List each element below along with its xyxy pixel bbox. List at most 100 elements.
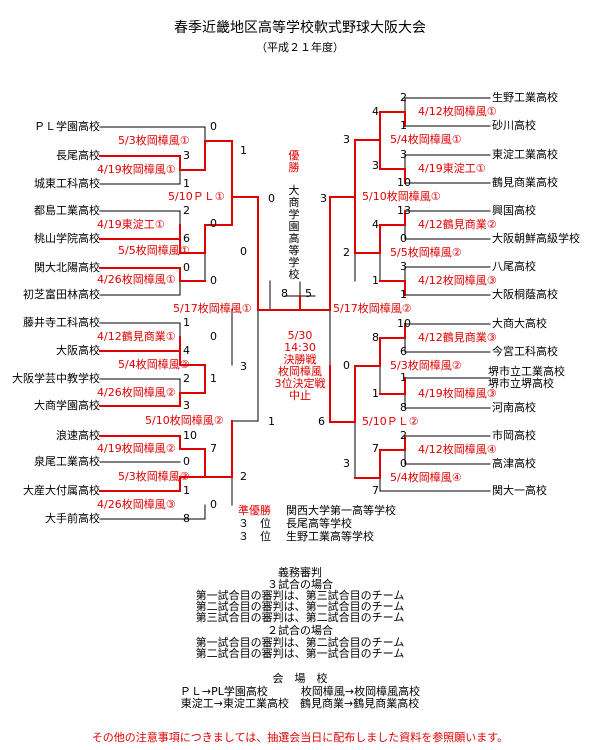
winner-name: 大商学園高等学校 [288, 184, 300, 281]
right-score: 7 [372, 484, 379, 497]
final-score-right: 5 [305, 287, 312, 300]
final-info-line: 決勝戦 [283, 353, 317, 366]
left-score: 1 [210, 372, 217, 385]
left-score: 1 [268, 415, 275, 428]
result-row: 準優勝関西大学第一高等学校 [238, 504, 396, 517]
notes-line: ２試合の場合 [267, 624, 333, 637]
left-score: 7 [210, 442, 217, 455]
left-score: 3 [183, 399, 190, 412]
result-team: 生野工業高等学校 [286, 530, 374, 543]
final-info-line: 5/30 [287, 329, 313, 342]
notes-line: ３試合の場合 [267, 578, 333, 591]
right-team-4: 鶴見商業高校 [492, 176, 558, 189]
right-score: 3 [343, 457, 350, 470]
left-score: 1 [240, 144, 247, 157]
notes-line: 第一試合目の審判は、第二試合目のチーム [195, 636, 405, 649]
venue-title: 会 場 校 [272, 672, 328, 685]
right-score: 8 [372, 331, 379, 344]
right-r1-label-1: 4/12枚岡樟風① [418, 105, 497, 118]
left-score: 2 [183, 204, 190, 217]
left-score: 1 [183, 316, 190, 329]
left-r1-label-3: 4/19東淀工① [97, 218, 165, 231]
right-r1-label-12: 4/12枚岡樟風④ [418, 443, 497, 456]
right-score: 0 [400, 457, 407, 470]
right-r1-label-6: 5/5枚岡樟風② [390, 246, 462, 259]
left-score: 0 [268, 192, 275, 205]
left-score: 8 [183, 512, 190, 525]
left-score: 0 [210, 330, 217, 343]
left-team-4: 都島工業高校 [34, 204, 100, 217]
page-title: 春季近畿地区高等学校軟式野球大阪大会 [174, 20, 426, 36]
left-r1-label-12: 4/26枚岡樟風③ [97, 498, 176, 511]
left-team-14: 大産大付属高校 [23, 484, 100, 497]
right-score: 0 [343, 359, 350, 372]
left-qf-label-1: 5/10ＰＬ① [168, 190, 225, 203]
right-score: 8 [400, 401, 407, 414]
left-score: 2 [240, 470, 247, 483]
right-r1-label-10: 4/19枚岡樟風③ [418, 387, 497, 400]
winner-label: 優勝 [288, 149, 300, 174]
left-score: 1 [183, 484, 190, 497]
right-score: 1 [400, 371, 407, 384]
right-score: 1 [400, 119, 407, 132]
right-team-13: 河南高校 [492, 401, 536, 414]
result-rank: ３ 位 [238, 530, 271, 543]
left-team-11: 大商学園高校 [34, 399, 100, 412]
result-team: 関西大学第一高等学校 [286, 504, 396, 517]
left-team-10: 大阪学芸中教学校 [12, 372, 100, 385]
left-score: 0 [210, 217, 217, 230]
right-score: 2 [400, 91, 407, 104]
right-sf-score: 3 [320, 192, 327, 205]
left-score: 3 [240, 360, 247, 373]
left-score: 3 [183, 149, 190, 162]
result-team: 長尾高等学校 [286, 517, 352, 530]
right-team-14: 市岡高校 [492, 429, 536, 442]
left-team-3: 城東工科高校 [34, 177, 100, 190]
left-score: 4 [183, 344, 190, 357]
left-team-12: 浪速高校 [56, 429, 100, 442]
notes-line: 第二試合目の審判は、第一試合目のチーム [195, 647, 405, 660]
right-team-8: 大阪桐蔭高校 [492, 288, 558, 301]
left-r1-label-7: 5/4枚岡樟風② [118, 358, 190, 371]
right-score: 3 [400, 260, 407, 273]
right-score: 0 [400, 232, 407, 245]
result-row: ３ 位 長尾高等学校 [238, 517, 396, 530]
right-score: 1 [400, 288, 407, 301]
left-score: 2 [183, 372, 190, 385]
result-rank: ３ 位 [238, 517, 271, 530]
left-r1-label-1: 5/3枚岡樟風① [118, 134, 190, 147]
right-team-12: 堺市立堺高校 [488, 377, 554, 390]
final-info-line: 枚岡樟風 [278, 365, 322, 378]
right-score: 1 [372, 387, 379, 400]
tournament-bracket [99, 97, 491, 520]
right-r1-label-11: 5/10ＰＬ② [362, 415, 419, 428]
left-r1-label-2: 4/19枚岡樟風① [97, 163, 176, 176]
left-team-13: 泉尾工業高校 [34, 455, 100, 468]
left-r1-label-6: 4/12鶴見商業① [97, 330, 176, 343]
right-score: 4 [372, 105, 379, 118]
right-score: 3 [400, 148, 407, 161]
left-r1-label-8: 4/26枚岡樟風② [97, 386, 176, 399]
right-team-11: 堺市立工業高校 [488, 365, 565, 378]
right-score: 1 [372, 274, 379, 287]
left-team-2: 長尾高校 [56, 149, 100, 162]
right-r1-label-7: 4/12枚岡樟風③ [418, 274, 497, 287]
right-score: 3 [343, 133, 350, 146]
right-sf-score-2: 6 [318, 415, 325, 428]
right-r1-label-4: 5/10枚岡樟風① [362, 190, 441, 203]
notes-line: 第一試合目の審判は、第三試合目のチーム [195, 589, 405, 602]
results-list: 準優勝関西大学第一高等学校 ３ 位長尾高等学校 ３ 位生野工業高等学校 [238, 504, 396, 543]
left-team-7: 初芝富田林高校 [23, 288, 100, 301]
left-team-9: 大阪高校 [56, 344, 100, 357]
left-team-5: 桃山学院高校 [34, 232, 100, 245]
right-r1-label-2: 5/4枚岡樟風① [390, 133, 462, 146]
result-row: ３ 位 生野工業高等学校 [238, 530, 396, 543]
right-r1-label-3: 4/19東淀工① [418, 162, 486, 175]
left-score: 0 [210, 498, 217, 511]
right-score: 10 [397, 176, 411, 189]
right-score: 6 [400, 345, 407, 358]
left-score: 0 [183, 455, 190, 468]
right-score: 4 [372, 218, 379, 231]
venue-line: 東淀工→東淀工業高校 鶴見商業→鶴見商業高校 [180, 697, 420, 710]
right-score: 3 [372, 159, 379, 172]
